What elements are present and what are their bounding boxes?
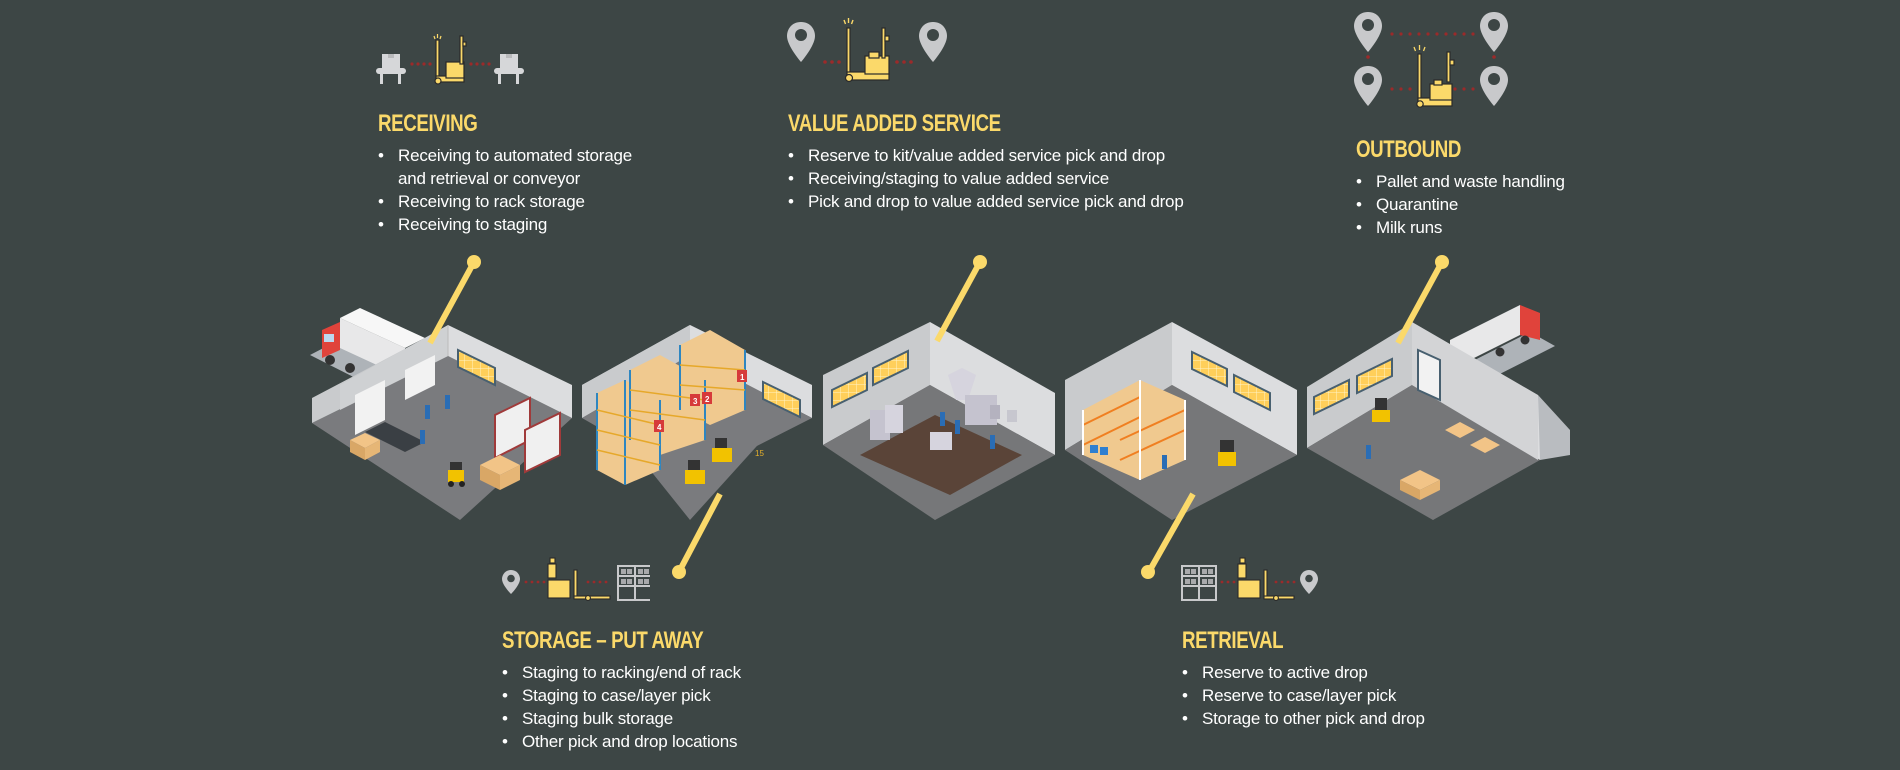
location-pin-icon: [1354, 12, 1382, 52]
list-item: Reserve to active drop: [1182, 661, 1425, 684]
list-item: Receiving to rack storage: [378, 190, 632, 213]
outbound-title: OUTBOUND: [1356, 136, 1462, 163]
location-pin-icon: [1354, 66, 1382, 106]
list-item: Receiving to staging: [378, 213, 632, 236]
list-item: Pick and drop to value added service pic…: [788, 190, 1184, 213]
svg-text:1: 1: [740, 373, 745, 382]
receiving-list: Receiving to automated storage and retri…: [378, 144, 632, 236]
retrieval-scene: [1065, 322, 1297, 579]
pointer-dot: [672, 565, 686, 579]
outbound-list: Pallet and waste handling Quarantine Mil…: [1356, 170, 1565, 239]
value-added-service-scene: [823, 255, 1055, 520]
pointer-dot: [973, 255, 987, 269]
location-pin-icon: [787, 22, 815, 62]
retrieval-title: RETRIEVAL: [1182, 627, 1284, 654]
svg-text:4: 4: [657, 423, 662, 432]
location-pin-icon: [502, 570, 520, 594]
storage-list: Staging to racking/end of rack Staging t…: [502, 661, 760, 753]
forklift-icon: [1218, 440, 1236, 466]
vas-section: VALUE ADDED SERVICE Reserve to kit/value…: [788, 110, 1184, 213]
location-pin-icon: [1480, 66, 1508, 106]
retrieval-list: Reserve to active drop Reserve to case/l…: [1182, 661, 1425, 730]
outbound-scene: [1307, 255, 1570, 520]
outbound-section: OUTBOUND Pallet and waste handling Quara…: [1356, 136, 1565, 239]
stacker-icon: [1237, 557, 1295, 601]
storage-icon-row: [500, 556, 650, 602]
outbound-icon-row: [1354, 10, 1514, 110]
svg-text:2: 2: [705, 395, 710, 404]
pointer-dot: [467, 255, 481, 269]
location-pin-icon: [919, 22, 947, 62]
storage-rack-scene: 1 2 3 4 15: [582, 325, 812, 579]
pointer-dot: [1435, 255, 1449, 269]
receiving-icon-row: [376, 34, 526, 86]
location-pin-icon: [1300, 570, 1318, 594]
forklift-icon: [448, 462, 465, 487]
location-pin-icon: [1480, 12, 1508, 52]
receiving-section: RECEIVING Receiving to automated storage…: [378, 110, 632, 236]
receiving-title: RECEIVING: [378, 110, 478, 137]
vas-list: Reserve to kit/value added service pick …: [788, 144, 1184, 213]
list-item: Staging bulk storage: [502, 707, 760, 730]
storage-title: STORAGE – PUT AWAY: [502, 627, 704, 654]
pallet-jack-icon: [434, 35, 467, 85]
list-item: Reserve to case/layer pick: [1182, 684, 1425, 707]
list-item: Receiving to automated storage and retri…: [378, 144, 632, 190]
list-item: Reserve to kit/value added service pick …: [788, 144, 1184, 167]
stacker-icon: [547, 557, 611, 601]
list-item: Receiving/staging to value added service: [788, 167, 1184, 190]
vas-icon-row: [787, 18, 947, 84]
list-item: Storage to other pick and drop: [1182, 707, 1425, 730]
list-item: Pallet and waste handling: [1356, 170, 1565, 193]
list-item: Quarantine: [1356, 193, 1565, 216]
vas-title: VALUE ADDED SERVICE: [788, 110, 1001, 137]
list-item: Staging to racking/end of rack: [502, 661, 760, 684]
forklift-icon: [685, 438, 732, 484]
retrieval-section: RETRIEVAL Reserve to active drop Reserve…: [1182, 627, 1425, 730]
pallet-jack-icon: [1416, 51, 1455, 108]
list-item: Milk runs: [1356, 216, 1565, 239]
svg-text:3: 3: [693, 397, 698, 406]
list-item: Staging to case/layer pick: [502, 684, 760, 707]
list-item: Other pick and drop locations: [502, 730, 760, 753]
pointer-dot: [1141, 565, 1155, 579]
retrieval-icon-row: [1180, 556, 1330, 602]
storage-section: STORAGE – PUT AWAY Staging to racking/en…: [502, 627, 760, 753]
conveyor-icon: [494, 54, 524, 84]
rack-icon: [1181, 565, 1217, 601]
conveyor-icon: [376, 54, 406, 84]
pallet-jack-icon: [844, 27, 890, 83]
forklift-icon: [1372, 398, 1390, 422]
rack-icon: [617, 565, 650, 601]
receiving-warehouse-scene: [310, 255, 572, 520]
svg-text:15: 15: [755, 449, 764, 458]
